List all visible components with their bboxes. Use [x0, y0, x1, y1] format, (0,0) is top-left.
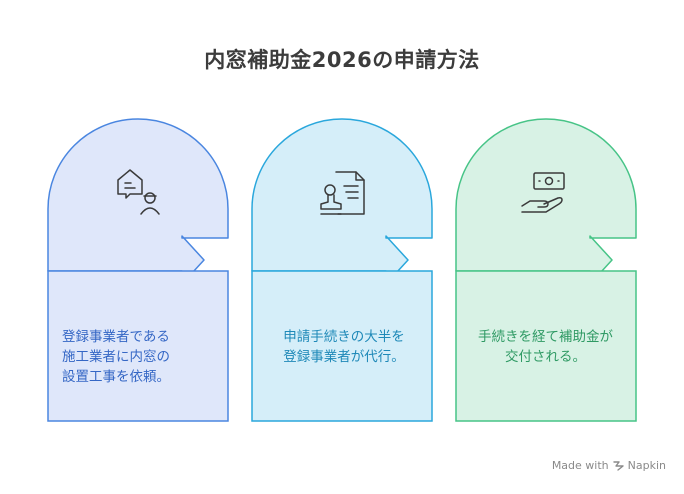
step-card-1-body: [47, 270, 229, 422]
step-card-1: [47, 118, 229, 422]
step-card-3-body: [455, 270, 637, 422]
step-card-3: [455, 118, 637, 422]
diagram-title: 内窓補助金2026の申請方法: [204, 48, 480, 72]
step-1-description: 登録事業者である 施工業者に内窓の 設置工事を依頼。: [62, 329, 170, 385]
step-card-2: [251, 118, 433, 422]
made-with-napkin-credit[interactable]: Made with Napkin: [552, 459, 666, 472]
step-card-2-top-shape: [251, 118, 433, 285]
step-2-description: 申請手続きの大半を 登録事業者が代行。: [283, 329, 405, 365]
contractor-icon: [117, 169, 160, 215]
document-stamp-icon: [320, 171, 365, 215]
napkin-logo-icon: [612, 461, 624, 471]
napkin-brand-label: Napkin: [627, 459, 666, 472]
money-hand-icon: [521, 172, 565, 213]
step-3-description: 手続きを経て補助金が 交付される。: [478, 329, 613, 365]
made-with-label: Made with: [551, 459, 609, 472]
step-card-2-body: [251, 270, 433, 422]
step-card-1-top-shape: [47, 118, 229, 285]
